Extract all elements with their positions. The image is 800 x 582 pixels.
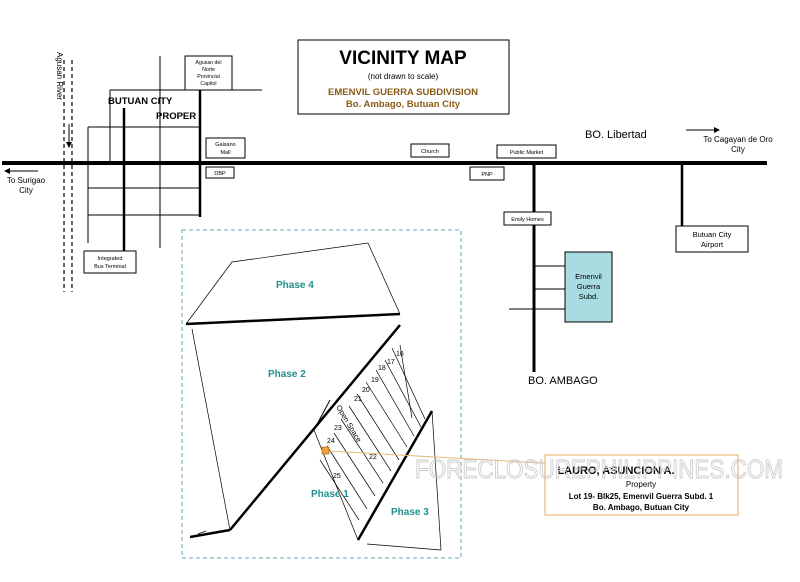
capitol-label-3: Provincial [197, 74, 220, 80]
property-leader-line [327, 450, 578, 466]
gaisano-label-2: Mall [220, 150, 230, 156]
scale-note: (not drawn to scale) [368, 72, 439, 81]
church-box [410, 143, 450, 158]
proper-label: PROPER [156, 111, 196, 122]
lot-24: 24 [327, 438, 335, 445]
owner-name: LAURO, ASUNCION A. [557, 465, 674, 477]
title-box [297, 39, 510, 115]
emenvil-subd-label-3: Subd. [579, 292, 599, 301]
public-market-box [496, 144, 557, 159]
inset-frame [181, 229, 462, 559]
to-surigao-label-2: City [19, 186, 33, 195]
capitol-label-1: Agusan del [196, 60, 222, 66]
to-cdo-label-2: City [731, 145, 745, 154]
property-lot: Lot 19- Blk25, Emenvil Guerra Subd. 1 [569, 492, 714, 501]
to-cdo-arrow [686, 127, 720, 133]
phase1-label: Phase 1 [311, 489, 349, 500]
lot-18: 18 [378, 365, 386, 372]
libertad-label: BO. Libertad [585, 129, 647, 141]
property-marker [321, 446, 330, 455]
agusan-river [63, 60, 73, 292]
lot-23: 23 [334, 425, 342, 432]
lot-17: 17 [387, 359, 395, 366]
to-surigao-arrow [4, 168, 38, 174]
capitol-label-4: Capitol [200, 81, 216, 87]
ambago-road [509, 163, 565, 372]
subdivision-name: EMENVIL GUERRA SUBDIVISION [328, 87, 478, 98]
pnp-box [469, 166, 505, 181]
open-space-label: Open Space [334, 403, 363, 443]
to-cdo-label-1: To Cagayan de Oro [703, 135, 773, 144]
river-flow-arrow [66, 124, 72, 148]
map-title: VICINITY MAP [339, 48, 467, 69]
lot-20: 20 [362, 387, 370, 394]
gaisano-label-1: Gaisano [215, 142, 236, 148]
dbp-box [205, 166, 235, 179]
property-address: Bo. Ambago, Butuan City [593, 503, 690, 512]
agusan-river-label: Agusan River [55, 52, 64, 100]
bus-terminal-label-1: Integrated [98, 256, 123, 262]
subdivision-plan [185, 242, 442, 551]
to-surigao-label-1: To Surigao [7, 176, 46, 185]
emily-homes-box [503, 211, 552, 226]
bus-terminal-label-2: Bus Terminal [94, 264, 126, 270]
butuan-city-label: BUTUAN CITY [108, 96, 173, 107]
capitol-label-2: Norte [202, 67, 215, 73]
public-market-label: Public Market [510, 150, 544, 156]
lot-22: 22 [369, 454, 377, 461]
property-type: Property [626, 480, 656, 489]
airport-label-2: Airport [701, 240, 724, 249]
dbp-label: DBP [214, 171, 226, 177]
watermark-text: FORECLOSUREPHILIPPINES.COM [415, 454, 783, 484]
capitol-box [184, 55, 233, 91]
phase2-label: Phase 2 [268, 369, 306, 380]
phase3-label: Phase 3 [391, 507, 429, 518]
airport-label-1: Butuan City [693, 230, 732, 239]
emenvil-subd-label-2: Guerra [577, 282, 601, 291]
phase4-label: Phase 4 [276, 280, 314, 291]
bus-terminal-box [83, 250, 137, 274]
airport-box [675, 225, 749, 253]
pnp-label: PNP [481, 172, 493, 178]
city-street-grid [87, 56, 262, 258]
ambago-label: BO. AMBAGO [528, 375, 598, 387]
lot-19: 19 [371, 377, 379, 384]
emenvil-subd-label-1: Emenvil [575, 272, 602, 281]
property-callout [544, 454, 739, 516]
church-label: Church [421, 149, 439, 155]
emenvil-subd-box [564, 251, 613, 323]
lot-16: 16 [396, 351, 404, 358]
gaisano-box [205, 137, 246, 159]
subdivision-location: Bo. Ambago, Butuan City [346, 99, 461, 110]
lot-25: 25 [333, 473, 341, 480]
emily-homes-label: Emily Homes [511, 217, 544, 223]
lot-21: 21 [354, 396, 362, 403]
